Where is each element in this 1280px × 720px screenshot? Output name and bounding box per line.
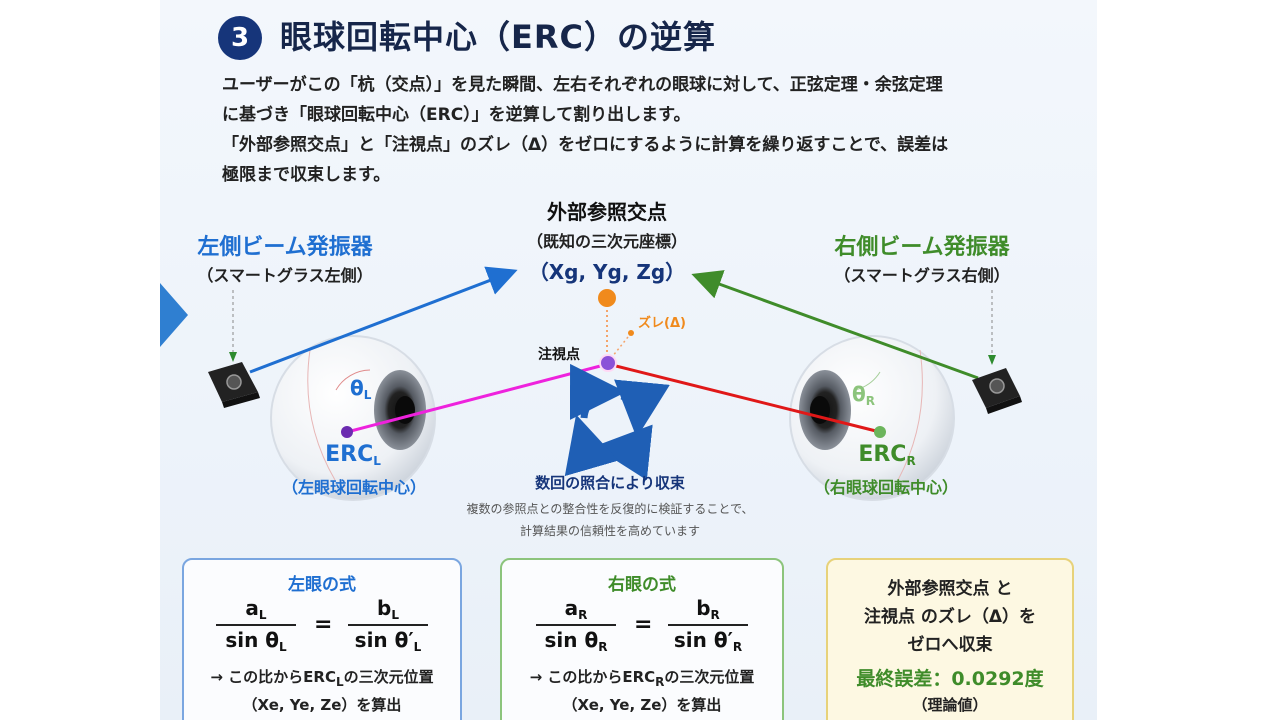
previous-arrow-icon[interactable] <box>160 283 188 347</box>
erc-left-marker <box>341 426 353 438</box>
left-gaze-line <box>346 362 609 434</box>
result-box: 外部参照交点 と 注視点 のズレ（Δ）を ゼロへ収束 最終誤差：0.0292度 … <box>826 558 1074 720</box>
erc-right-caption: （右眼球回転中心） <box>813 478 958 497</box>
right-beam-arrow <box>691 270 979 380</box>
left-emitter-device <box>208 362 260 408</box>
reference-title: 外部参照交点 <box>547 200 667 224</box>
gaze-point-marker <box>599 354 617 372</box>
right-gaze-line <box>607 362 881 434</box>
right-box-line-1: → この比からERCRの三次元位置 <box>529 668 755 689</box>
result-note: （理論値） <box>912 696 988 714</box>
right-fraction-a: aR sin θR <box>536 596 616 654</box>
result-line-3: ゼロへ収束 <box>907 635 993 655</box>
theta-left-label: θL <box>350 376 372 402</box>
result-line-2: 注視点 のズレ（Δ）を <box>863 607 1037 627</box>
left-beam-arrow <box>249 266 518 374</box>
right-beam-subtitle: （スマートグラス右側） <box>834 266 1010 285</box>
section-number-badge: 3 <box>218 16 262 60</box>
erc-diagram <box>208 266 1022 501</box>
erc-right-marker <box>874 426 886 438</box>
right-emitter-device <box>972 368 1022 414</box>
right-equals: = <box>634 612 653 637</box>
erc-left-caption: （左眼球回転中心） <box>281 478 426 497</box>
cycle-note-2: 計算結果の信頼性を高めています <box>519 524 700 538</box>
right-beam-title: 右側ビーム発振器 <box>834 235 1010 260</box>
right-box-title: 右眼の式 <box>608 575 676 595</box>
description-line-3: 「外部参照交点」と「注視点」のズレ（Δ）をゼロにするように計算を繰り返すことで、… <box>222 135 949 155</box>
cycle-note-1: 複数の参照点との整合性を反復的に検証することで、 <box>466 502 754 516</box>
right-fraction-b: bR sin θ′R <box>668 596 748 654</box>
cycle-label: 数回の照合により収束 <box>535 474 685 492</box>
right-eye-formula-box: 右眼の式 aR sin θR = bR sin θ′R → この比からERCRの… <box>500 558 784 720</box>
section-title: 眼球回転中心（ERC）の逆算 <box>280 18 716 56</box>
final-error: 最終誤差：0.0292度 <box>856 668 1044 690</box>
convergence-cycle-icon <box>564 363 670 481</box>
reference-subtitle: （既知の三次元座標） <box>526 232 687 251</box>
result-line-1: 外部参照交点 と <box>887 579 1013 599</box>
left-beam-subtitle: （スマートグラス左側） <box>197 266 373 285</box>
left-box-line-1: → この比からERCLの三次元位置 <box>210 668 434 689</box>
gaze-point-label: 注視点 <box>538 347 580 363</box>
left-box-line-2: （Xe, Ye, Ze）を算出 <box>242 696 402 714</box>
reference-point-marker <box>598 289 616 307</box>
left-eye-formula-box: 左眼の式 aL sin θL = bL sin θ′L → この比からERCLの… <box>182 558 462 720</box>
erc-left-label: ERCL <box>325 442 381 468</box>
description-line-2: に基づき「眼球回転中心（ERC）」を逆算して割り出します。 <box>222 105 691 125</box>
description-line-1: ユーザーがこの「杭（交点）」を見た瞬間、左右それぞれの眼球に対して、正弦定理・余… <box>222 75 943 95</box>
left-beam-title: 左側ビーム発振器 <box>197 235 373 260</box>
left-fraction-b: bL sin θ′L <box>348 596 428 654</box>
left-eyeball <box>270 335 436 501</box>
left-fraction-a: aL sin θL <box>216 596 296 654</box>
slide-panel: 3 眼球回転中心（ERC）の逆算 ユーザーがこの「杭（交点）」を見た瞬間、左右そ… <box>160 0 1097 720</box>
erc-right-label: ERCR <box>858 442 916 468</box>
right-box-line-2: （Xe, Ye, Ze）を算出 <box>562 696 722 714</box>
left-equals: = <box>314 612 333 637</box>
left-box-title: 左眼の式 <box>288 575 356 595</box>
description-line-4: 極限まで収束します。 <box>222 165 391 185</box>
reference-coords: （Xg, Yg, Zg） <box>528 260 686 284</box>
theta-right-label: θR <box>852 382 875 408</box>
deviation-label: ズレ(Δ) <box>638 316 686 331</box>
